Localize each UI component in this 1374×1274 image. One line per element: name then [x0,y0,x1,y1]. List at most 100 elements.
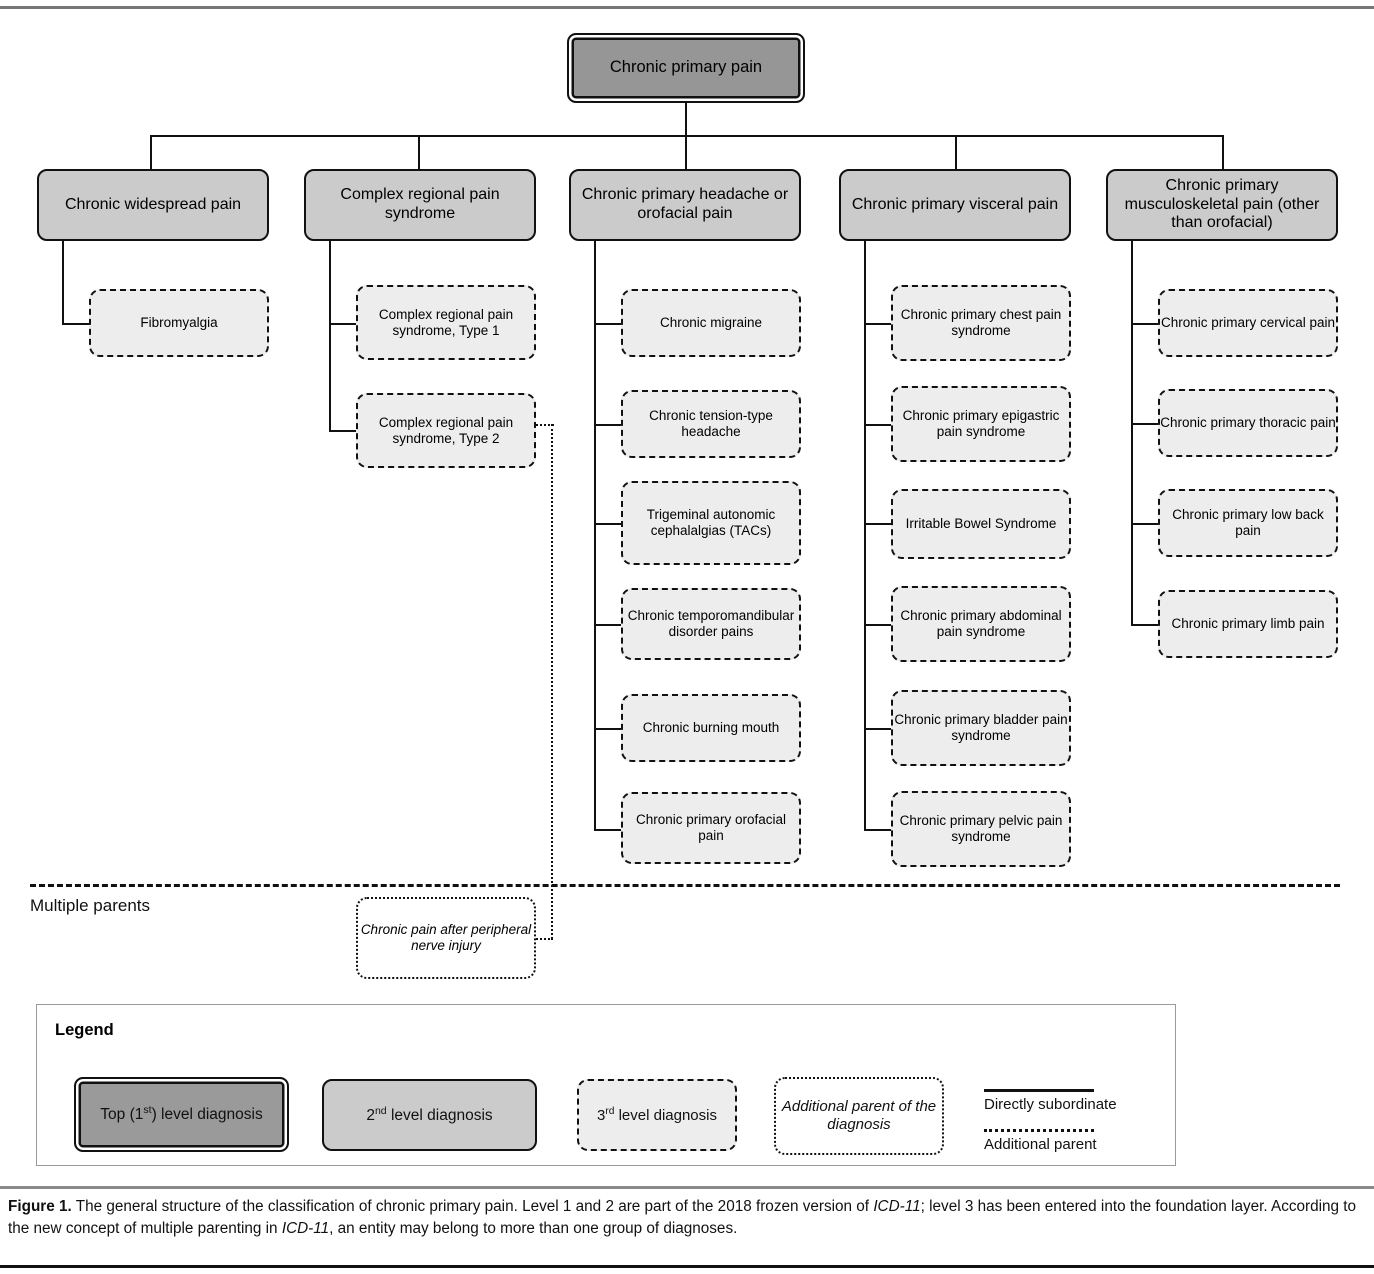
connector-branch-col3-5 [594,728,622,731]
node-label: Irritable Bowel Syndrome [905,516,1057,532]
node-label: Complex regional pain syndrome [340,186,500,222]
node-chronic-tension-type-headache[interactable]: Chronic tension-type headache [621,390,801,458]
node-chronic-burning-mouth[interactable]: Chronic burning mouth [621,694,801,762]
multiple-parents-divider [30,884,1340,887]
node-chronic-primary-cervical-pain[interactable]: Chronic primary cervical pain [1158,289,1338,357]
connector-branch-col3-2 [594,424,622,427]
node-label: Chronic primary low back pain [1172,507,1324,538]
connector-additional-parent-h1 [536,424,554,426]
node-label: Trigeminal autonomic cephalalgias (TACs) [646,507,776,538]
caption-bottom-rule [0,1265,1374,1268]
legend-panel: Legend Top (1st) level diagnosis 2nd lev… [36,1004,1176,1166]
node-label: Fibromyalgia [140,315,218,331]
legend-item-label: 2nd level diagnosis [366,1104,493,1124]
connector-branch-col3-1 [594,323,622,326]
connector-branch-col4-5 [864,728,892,731]
connector-branch-col5-3 [1131,523,1159,526]
node-chronic-primary-pelvic-pain-syndrome[interactable]: Chronic primary pelvic pain syndrome [891,791,1071,867]
connector-branch-col4-6 [864,829,892,832]
connector-spine-col2 [329,241,332,432]
node-label: Chronic primary orofacial pain [635,812,787,843]
legend-item-third-level-diagnosis: 3rd level diagnosis [577,1079,737,1151]
node-label: Chronic primary visceral pain [851,195,1059,213]
node-chronic-primary-bladder-pain-syndrome[interactable]: Chronic primary bladder pain syndrome [891,690,1071,766]
node-label: Chronic primary pelvic pain syndrome [899,813,1063,844]
legend-item-top-level-diagnosis: Top (1st) level diagnosis [74,1077,289,1152]
node-irritable-bowel-syndrome[interactable]: Irritable Bowel Syndrome [891,489,1071,559]
caption-figure-number: Figure 1. [8,1198,72,1215]
node-chronic-migraine[interactable]: Chronic migraine [621,289,801,357]
node-chronic-primary-headache-or-orofacial-pain[interactable]: Chronic primary headache or orofacial pa… [569,169,801,241]
node-label: Chronic pain after peripheral nerve inju… [360,922,532,953]
connector-branch-col4-1 [864,323,892,326]
connector-branch-col3-6 [594,829,622,832]
connector-additional-parent-v [551,424,553,939]
node-fibromyalgia[interactable]: Fibromyalgia [89,289,269,357]
caption-part-3: , an entity may belong to more than one … [329,1219,738,1237]
connector-spine-col3 [594,241,597,831]
node-label: Chronic primary bladder pain syndrome [894,712,1068,743]
node-label: Chronic primary abdominal pain syndrome [900,608,1062,639]
node-chronic-primary-pain[interactable]: Chronic primary pain [567,33,805,103]
connector-branch-col3-4 [594,624,622,627]
legend-dotted-line-swatch [984,1129,1094,1132]
connector-spine-col4 [864,241,867,831]
node-label: Chronic primary musculoskeletal pain (ot… [1124,176,1320,232]
node-label: Chronic primary chest pain syndrome [900,307,1062,338]
node-label: Chronic temporomandibular disorder pains [627,608,795,639]
caption-italic-2: ICD-11 [281,1219,330,1237]
legend-item-label: Top (1st) level diagnosis [100,1104,263,1124]
node-crps-type-2[interactable]: Complex regional pain syndrome, Type 2 [356,393,536,468]
node-label: Complex regional pain syndrome, Type 1 [378,306,514,338]
connector-drop-col1 [150,135,153,169]
legend-solid-line-swatch [984,1089,1094,1092]
caption-part-1: The general structure of the classificat… [71,1198,874,1215]
connector-drop-col2 [418,135,421,169]
node-chronic-temporomandibular-disorder-pains[interactable]: Chronic temporomandibular disorder pains [621,588,801,660]
node-complex-regional-pain-syndrome[interactable]: Complex regional pain syndrome [304,169,536,241]
connector-drop-col5 [1222,135,1225,169]
node-chronic-primary-chest-pain-syndrome[interactable]: Chronic primary chest pain syndrome [891,285,1071,361]
node-chronic-primary-abdominal-pain-syndrome[interactable]: Chronic primary abdominal pain syndrome [891,586,1071,662]
node-chronic-widespread-pain[interactable]: Chronic widespread pain [37,169,269,241]
node-label: Chronic migraine [659,315,763,331]
node-chronic-primary-low-back-pain[interactable]: Chronic primary low back pain [1158,489,1338,557]
node-label: Chronic primary headache or orofacial pa… [581,186,789,222]
legend-item-label: 3rd level diagnosis [597,1105,717,1124]
node-label: Chronic primary limb pain [1171,616,1325,632]
legend-item-label: Additional parent of the diagnosis [781,1098,937,1133]
connector-branch-col5-1 [1131,323,1159,326]
node-label: Chronic primary thoracic pain [1160,415,1336,431]
node-label: Chronic primary epigastric pain syndrome [902,408,1060,439]
connector-branch-col4-3 [864,523,892,526]
node-chronic-primary-musculoskeletal-pain[interactable]: Chronic primary musculoskeletal pain (ot… [1106,169,1338,241]
legend-solid-line-label: Directly subordinate [984,1096,1117,1113]
node-crps-type-1[interactable]: Complex regional pain syndrome, Type 1 [356,285,536,360]
caption-italic-1: ICD-11 [873,1198,921,1215]
node-chronic-primary-limb-pain[interactable]: Chronic primary limb pain [1158,590,1338,658]
node-label: Chronic widespread pain [64,195,242,213]
caption-part-2: ; level 3 has been entered into the foun… [8,1198,1357,1237]
connector-branch-col3-3 [594,523,622,526]
legend-item-second-level-diagnosis: 2nd level diagnosis [322,1079,537,1151]
node-chronic-primary-thoracic-pain[interactable]: Chronic primary thoracic pain [1158,389,1338,457]
top-divider-rule [0,6,1374,9]
connector-root-trunk [685,103,688,136]
connector-branch-col5-2 [1131,423,1159,426]
node-chronic-primary-visceral-pain[interactable]: Chronic primary visceral pain [839,169,1071,241]
connector-branch-col4-2 [864,424,892,427]
connector-spine-col5 [1131,241,1134,626]
node-label: Chronic tension-type headache [649,408,773,439]
node-chronic-pain-after-peripheral-nerve-injury[interactable]: Chronic pain after peripheral nerve inju… [356,897,536,979]
connector-branch-col1-1 [62,323,90,326]
connector-spine-col1 [62,241,65,324]
node-label: Chronic burning mouth [642,720,780,736]
connector-branch-col5-4 [1131,624,1159,627]
figure-caption: Figure 1. The general structure of the c… [8,1196,1366,1239]
node-chronic-primary-orofacial-pain[interactable]: Chronic primary orofacial pain [621,792,801,864]
multiple-parents-label: Multiple parents [30,896,151,915]
node-chronic-primary-epigastric-pain-syndrome[interactable]: Chronic primary epigastric pain syndrome [891,386,1071,462]
connector-branch-col2-1 [329,323,357,326]
node-trigeminal-autonomic-cephalalgias[interactable]: Trigeminal autonomic cephalalgias (TACs) [621,481,801,565]
